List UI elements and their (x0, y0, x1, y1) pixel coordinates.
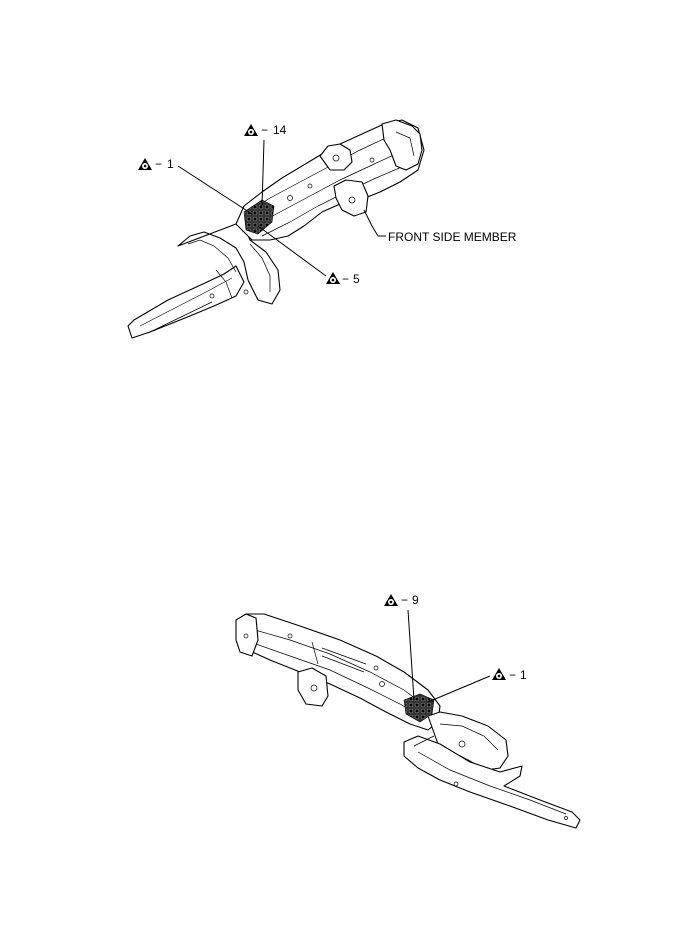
part-label: FRONT SIDE MEMBER (388, 230, 517, 244)
front-side-member-label: FRONT SIDE MEMBER (363, 209, 517, 244)
bottom-view: − 9 − 1 (235, 593, 581, 829)
main-rail (235, 119, 425, 241)
weld-5-number: 5 (353, 272, 360, 286)
weld-9-number: 9 (412, 593, 419, 607)
weld-5-dash: − (342, 272, 349, 286)
top-view: − 14 − 1 − 5 FRONT SIDE MEMBER (127, 119, 517, 339)
weld-14-callout: − 14 (244, 123, 287, 207)
weld-1-number: 1 (167, 157, 174, 171)
rear-bracket (381, 119, 423, 171)
weld-14-dash: − (261, 123, 268, 137)
weld-1-bottom-number: 1 (520, 668, 527, 682)
front-member-arm-bottom (403, 735, 581, 829)
weld-5-callout: − 5 (257, 225, 360, 286)
weld-9-callout: − 9 (384, 593, 419, 701)
weld-1-dash: − (155, 157, 162, 171)
weld-1-bottom-callout: − 1 (427, 668, 527, 703)
weld-1-bottom-dash: − (509, 668, 516, 682)
weld-14-number: 14 (273, 123, 287, 137)
weld-cluster-bottom (403, 693, 435, 723)
weld-1-callout: − 1 (138, 157, 253, 215)
weld-9-dash: − (401, 593, 408, 607)
